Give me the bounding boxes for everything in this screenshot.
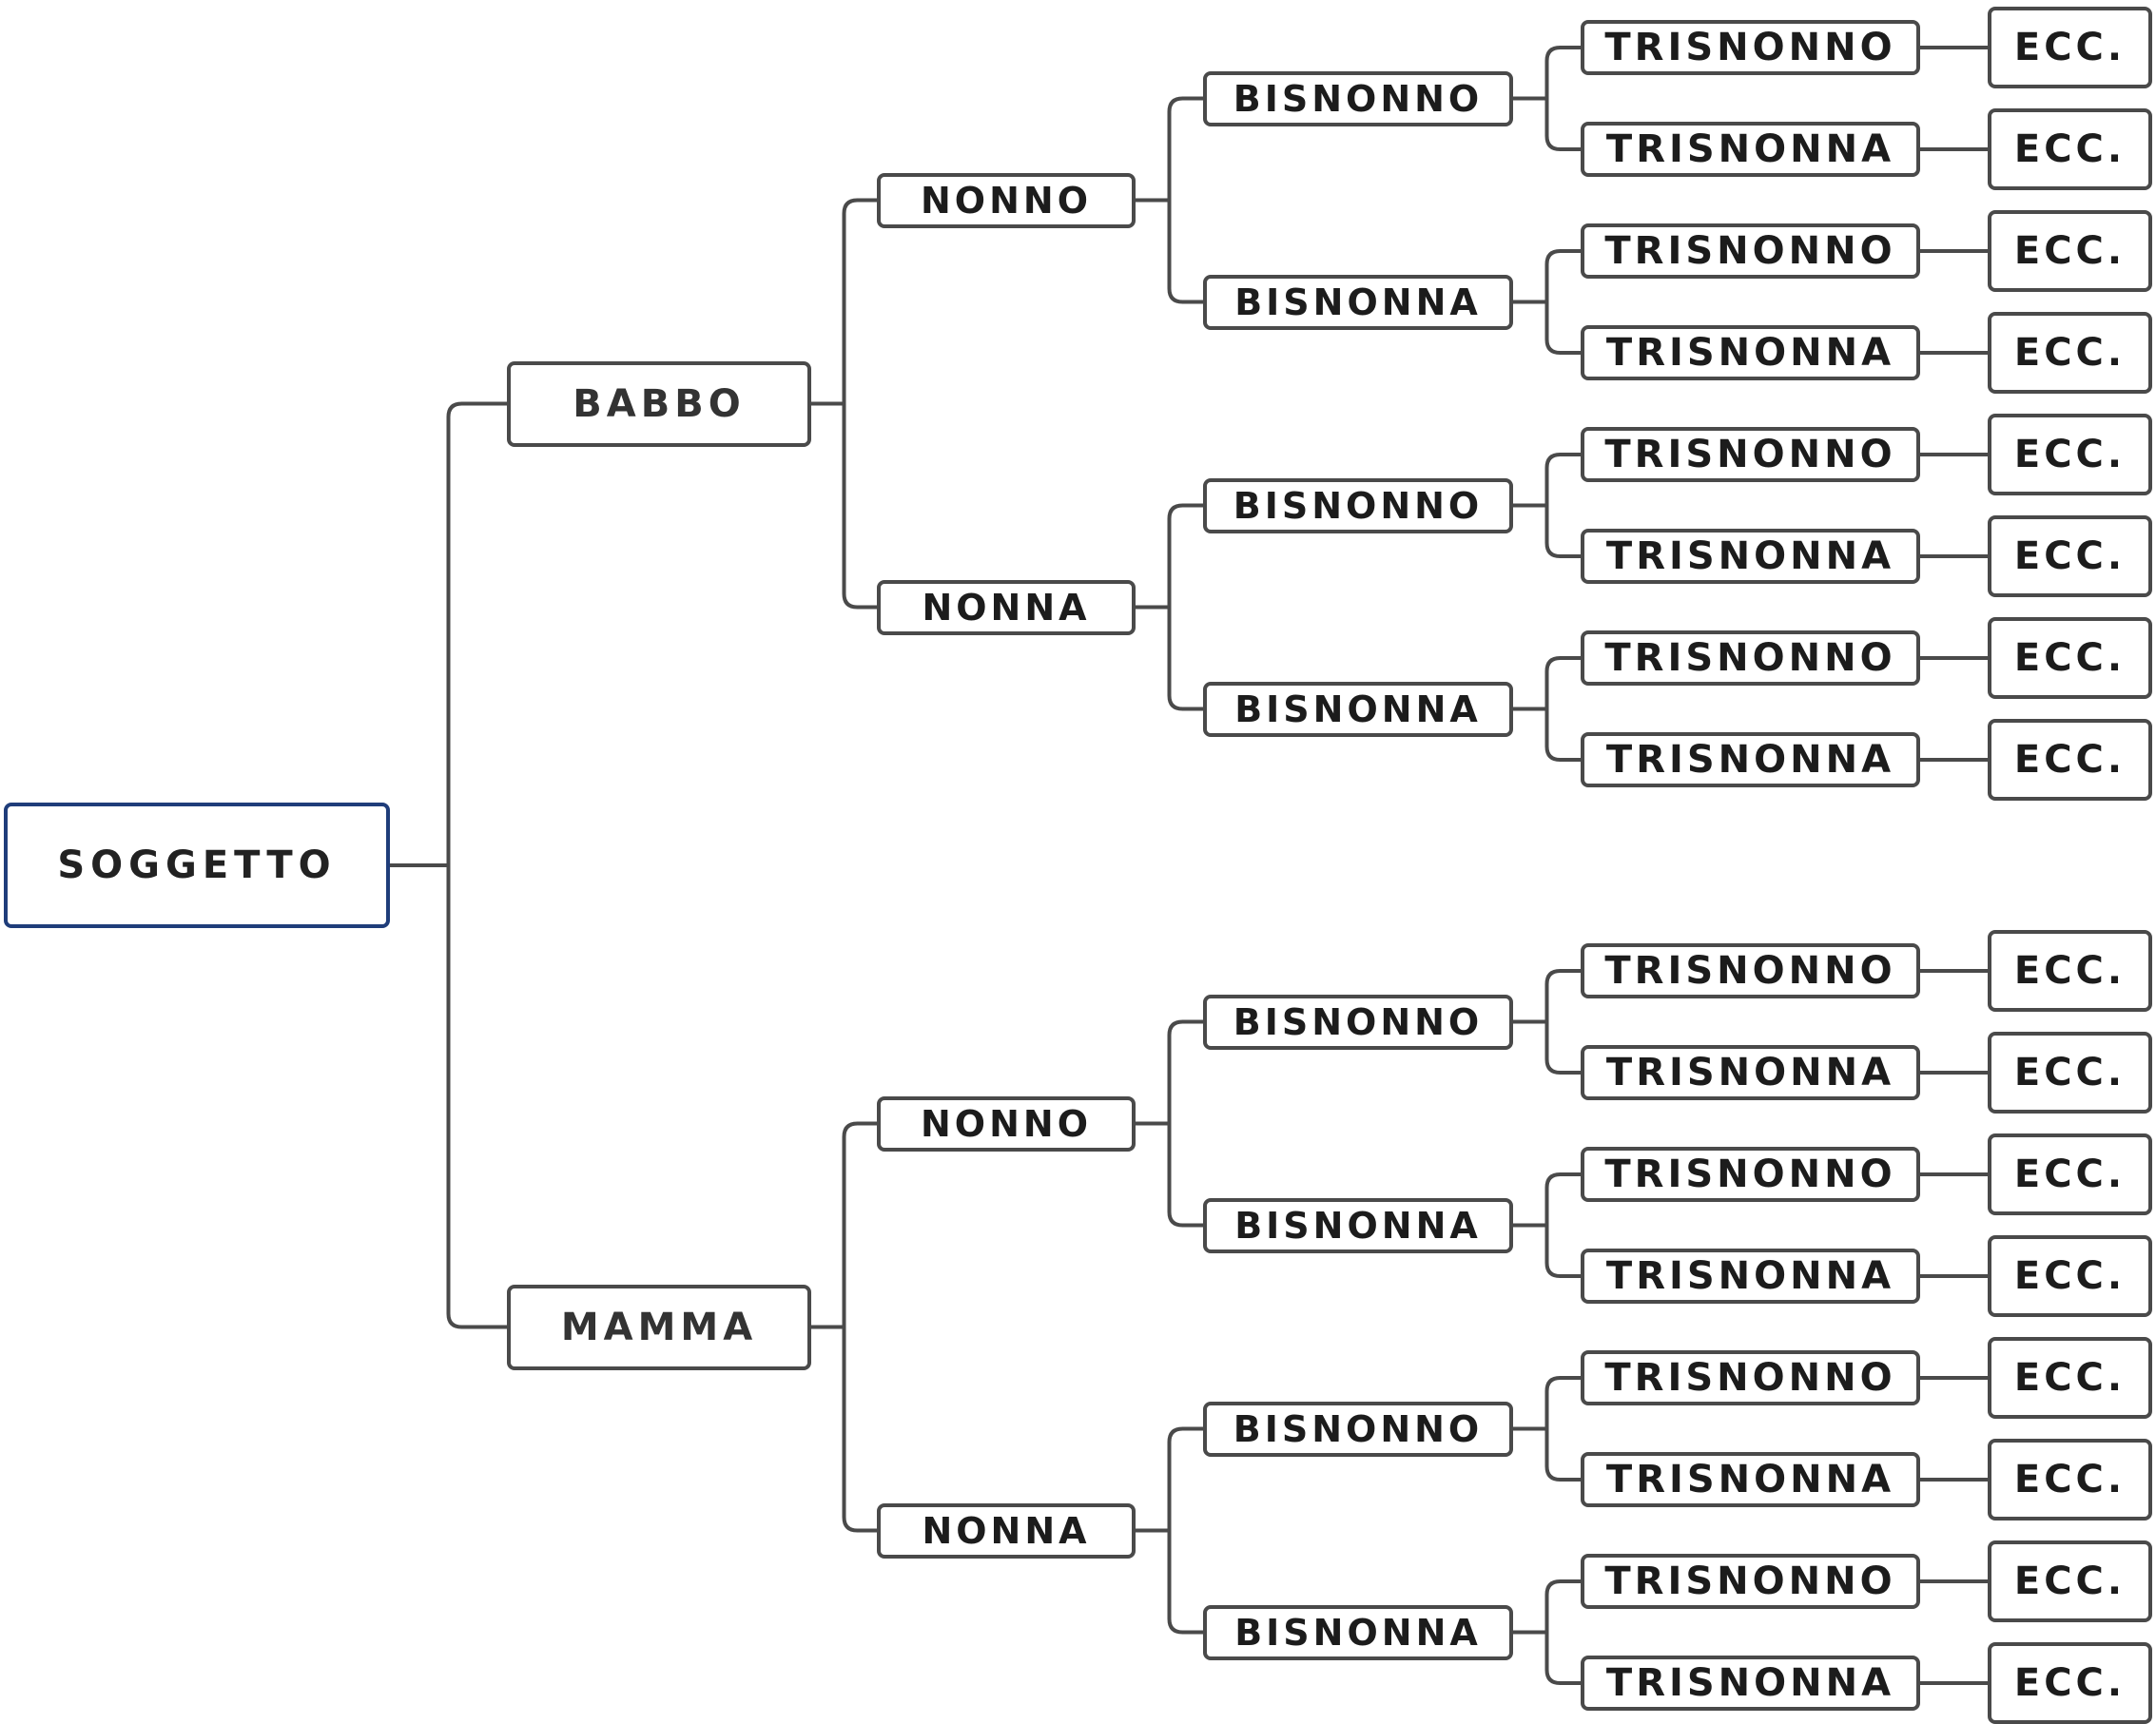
great-grandparent-node[interactable]: BISNONNO — [1203, 477, 1513, 533]
great-grandparent-node[interactable]: BISNONNA — [1203, 1197, 1513, 1253]
great-great-grandparent-node[interactable]: TRISNONNO — [1581, 20, 1920, 75]
connector-line — [446, 401, 507, 865]
great-great-grandparent-node[interactable]: TRISNONNO — [1581, 630, 1920, 686]
great-great-grandparent-node[interactable]: TRISNONNA — [1581, 1452, 1920, 1507]
ecc-node[interactable]: ECC. — [1988, 1235, 2152, 1317]
connector-line — [1544, 453, 1581, 506]
connector-line — [842, 198, 877, 404]
parent-node[interactable]: MAMMA — [507, 1284, 811, 1370]
connector-line — [1544, 1021, 1581, 1075]
connector-line — [446, 865, 507, 1329]
connector-line — [1544, 505, 1581, 558]
great-great-grandparent-node[interactable]: TRISNONNO — [1581, 1350, 1920, 1405]
connector-line — [1167, 503, 1203, 608]
ecc-node[interactable]: ECC. — [1988, 1337, 2152, 1419]
connector-line — [1544, 1579, 1581, 1633]
great-grandparent-node[interactable]: BISNONNA — [1203, 681, 1513, 737]
connector-line — [1544, 969, 1581, 1022]
connector-line — [1544, 1376, 1581, 1429]
connector-line — [842, 1121, 877, 1327]
ecc-node[interactable]: ECC. — [1988, 1133, 2152, 1215]
ecc-node[interactable]: ECC. — [1988, 1439, 2152, 1521]
grandparent-node[interactable]: NONNO — [877, 1095, 1136, 1152]
grandparent-node[interactable]: NONNA — [877, 579, 1136, 635]
great-grandparent-node[interactable]: BISNONNA — [1203, 1604, 1513, 1660]
connector-line — [1167, 1019, 1203, 1124]
great-great-grandparent-node[interactable]: TRISNONNA — [1581, 1045, 1920, 1100]
ecc-node[interactable]: ECC. — [1988, 1540, 2152, 1622]
great-grandparent-node[interactable]: BISNONNO — [1203, 994, 1513, 1050]
great-grandparent-node[interactable]: BISNONNO — [1203, 70, 1513, 126]
connector-line — [1167, 1530, 1203, 1635]
great-great-grandparent-node[interactable]: TRISNONNA — [1581, 122, 1920, 177]
parent-node[interactable]: BABBO — [507, 360, 811, 447]
connector-line — [1544, 98, 1581, 151]
great-great-grandparent-node[interactable]: TRISNONNO — [1581, 427, 1920, 482]
great-great-grandparent-node[interactable]: TRISNONNA — [1581, 1249, 1920, 1304]
great-great-grandparent-node[interactable]: TRISNONNO — [1581, 1554, 1920, 1609]
connector-line — [1544, 249, 1581, 302]
connector-line — [1544, 1632, 1581, 1685]
great-great-grandparent-node[interactable]: TRISNONNO — [1581, 1147, 1920, 1202]
connector-line — [842, 1327, 877, 1533]
ecc-node[interactable]: ECC. — [1988, 312, 2152, 394]
ecc-node[interactable]: ECC. — [1988, 515, 2152, 597]
great-great-grandparent-node[interactable]: TRISNONNO — [1581, 223, 1920, 279]
connector-line — [1544, 1172, 1581, 1226]
ecc-node[interactable]: ECC. — [1988, 930, 2152, 1012]
great-great-grandparent-node[interactable]: TRISNONNA — [1581, 732, 1920, 787]
connector-line — [1544, 301, 1581, 355]
connector-line — [1544, 708, 1581, 762]
ecc-node[interactable]: ECC. — [1988, 1032, 2152, 1114]
connector-line — [1544, 656, 1581, 709]
connector-line — [1544, 1428, 1581, 1482]
grandparent-node[interactable]: NONNA — [877, 1502, 1136, 1559]
connector-line — [1167, 96, 1203, 201]
ecc-node[interactable]: ECC. — [1988, 210, 2152, 292]
ecc-node[interactable]: ECC. — [1988, 1642, 2152, 1724]
ecc-node[interactable]: ECC. — [1988, 7, 2152, 88]
connector-line — [1167, 1426, 1203, 1531]
connector-line — [1167, 607, 1203, 711]
great-great-grandparent-node[interactable]: TRISNONNA — [1581, 1656, 1920, 1711]
grandparent-node[interactable]: NONNO — [877, 172, 1136, 228]
great-great-grandparent-node[interactable]: TRISNONNA — [1581, 529, 1920, 584]
great-grandparent-node[interactable]: BISNONNO — [1203, 1401, 1513, 1457]
root-node[interactable]: SOGGETTO — [4, 803, 390, 928]
ecc-node[interactable]: ECC. — [1988, 719, 2152, 801]
connector-line — [842, 403, 877, 610]
ecc-node[interactable]: ECC. — [1988, 617, 2152, 699]
ecc-node[interactable]: ECC. — [1988, 108, 2152, 190]
connector-line — [1544, 46, 1581, 99]
great-great-grandparent-node[interactable]: TRISNONNA — [1581, 325, 1920, 380]
great-great-grandparent-node[interactable]: TRISNONNO — [1581, 943, 1920, 998]
connector-line — [1544, 1225, 1581, 1278]
connector-line — [1167, 1123, 1203, 1228]
great-grandparent-node[interactable]: BISNONNA — [1203, 274, 1513, 330]
ecc-node[interactable]: ECC. — [1988, 414, 2152, 495]
connector-line — [1167, 200, 1203, 304]
